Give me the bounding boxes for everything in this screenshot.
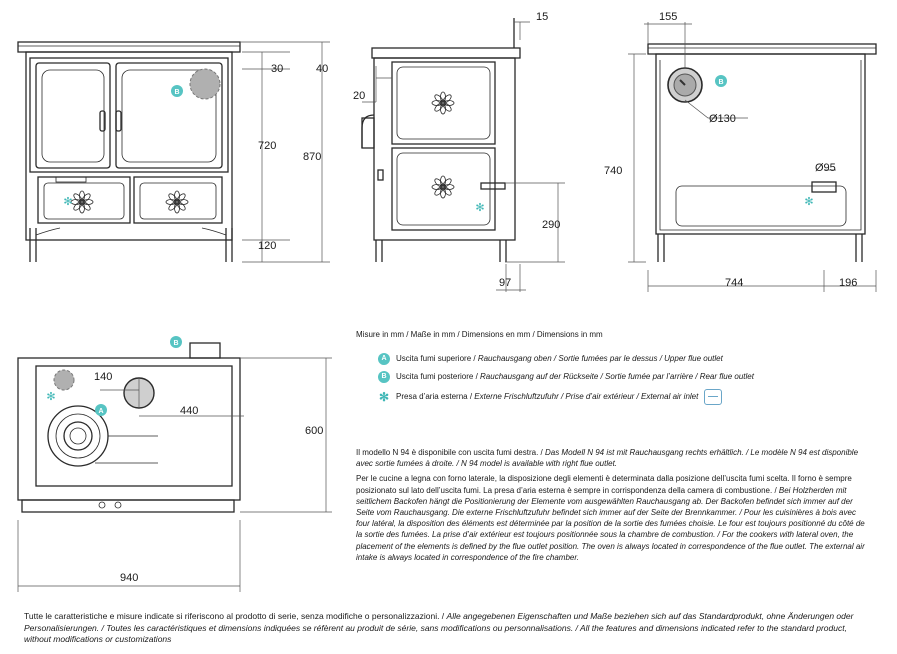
dim-120: 120	[258, 240, 276, 252]
legend-item-a-translations: Rauchausgang oben / Sortie fumées par le…	[477, 354, 723, 363]
svg-text:✻: ✻	[63, 196, 72, 208]
legend-item-air-text: Presa d’aria esterna /	[396, 392, 475, 401]
dim-940: 940	[120, 572, 138, 584]
legend: Misure in mm / Maße in mm / Dimensions e…	[356, 329, 886, 411]
top-view: B A ✻ 600 140 440 940	[17, 336, 332, 592]
note-model: Il modello N 94 è disponibile con uscita…	[356, 447, 866, 469]
dim-600: 600	[305, 425, 323, 437]
back-view: B ✻ 155 Ø130 740 Ø95 744 196	[604, 11, 877, 292]
note-oven-translations: Bei Holzherden mit seitlichem Backofen h…	[356, 485, 865, 562]
svg-text:✻: ✻	[475, 202, 484, 214]
air-inlet-icon	[704, 389, 723, 405]
front-view: B ✻ 30 40 720 870 120	[17, 41, 330, 263]
svg-text:✻: ✻	[804, 196, 813, 208]
legend-item-a-text: Uscita fumi superiore /	[396, 354, 478, 363]
dim-290: 290	[542, 219, 560, 231]
dim-870: 870	[303, 151, 321, 163]
footer-translations: Alle angegebenen Eigenschaften und Maße …	[24, 611, 854, 645]
dim-140: 140	[94, 371, 112, 383]
legend-item-a: A Uscita fumi superiore / Rauchausgang o…	[356, 353, 886, 365]
dim-15: 15	[536, 11, 548, 23]
note-oven-it: Per le cucine a legna con forno laterale…	[356, 474, 852, 495]
dim-dia95: Ø95	[815, 162, 836, 174]
notes: Il modello N 94 è disponibile con uscita…	[356, 447, 866, 567]
legend-item-air: ✻ Presa d’aria esterna / Externe Frischl…	[356, 389, 886, 405]
legend-item-air-translations: Externe Frischluftzufuhr / Prise d’air e…	[474, 392, 699, 401]
dim-dia130: Ø130	[709, 113, 736, 125]
dim-740: 740	[604, 165, 622, 177]
dim-196: 196	[839, 277, 857, 289]
dim-155: 155	[659, 11, 677, 23]
dim-744: 744	[725, 277, 743, 289]
badge-b-back: B	[718, 79, 723, 86]
note-oven: Per le cucine a legna con forno laterale…	[356, 473, 866, 563]
svg-text:✻: ✻	[46, 391, 55, 403]
dim-40: 40	[316, 63, 328, 75]
dim-440: 440	[180, 405, 198, 417]
badge-b-top: B	[173, 340, 178, 347]
note-model-translations: Das Modell N 94 ist mit Rauchausgang rec…	[356, 448, 859, 469]
legend-badge-a: A	[378, 353, 390, 365]
side-view: ✻ 15 20 290 97	[353, 11, 565, 292]
legend-item-b-text: Uscita fumi posteriore /	[396, 372, 481, 381]
legend-item-b-translations: Rauchausgang auf der Rückseite / Sortie …	[480, 372, 754, 381]
dim-97: 97	[499, 277, 511, 289]
dim-720: 720	[258, 140, 276, 152]
legend-badge-snowflake: ✻	[378, 390, 390, 404]
legend-title: Misure in mm / Maße in mm / Dimensions e…	[356, 330, 603, 339]
note-model-it: Il modello N 94 è disponibile con uscita…	[356, 448, 545, 457]
footer-disclaimer: Tutte le caratteristiche e misure indica…	[24, 611, 874, 646]
badge-a-top: A	[98, 408, 103, 415]
footer-it: Tutte le caratteristiche e misure indica…	[24, 611, 447, 621]
legend-badge-b: B	[378, 371, 390, 383]
legend-item-b: B Uscita fumi posteriore / Rauchausgang …	[356, 371, 886, 383]
badge-b-front: B	[174, 89, 179, 96]
dim-20: 20	[353, 90, 365, 102]
dim-30: 30	[271, 63, 283, 75]
